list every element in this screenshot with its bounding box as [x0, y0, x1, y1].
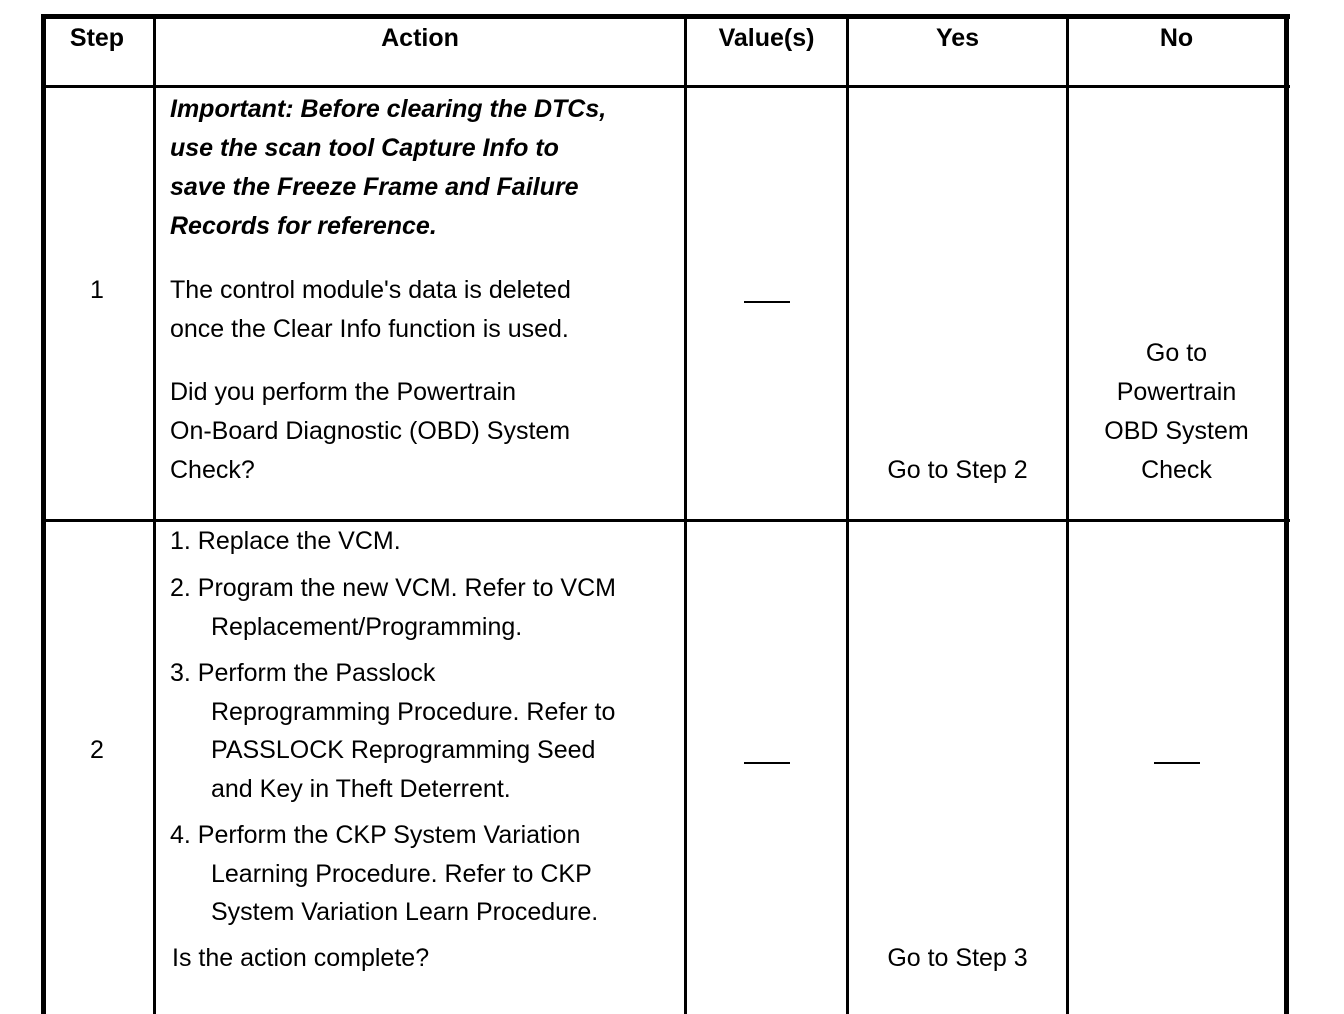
column-divider — [684, 14, 687, 1014]
row-divider — [41, 519, 1290, 522]
diagnostic-table: Step Action Value(s) Yes No 1 Important:… — [41, 14, 1290, 1014]
row2-list-line: Reprogramming Procedure. Refer to — [211, 698, 616, 726]
row2-step: 2 — [90, 736, 104, 764]
header-yes: Yes — [935, 24, 980, 52]
row2-list-line: PASSLOCK Reprogramming Seed — [211, 736, 596, 764]
row2-no-dash — [1154, 762, 1200, 764]
column-divider — [1066, 14, 1069, 1014]
column-divider — [846, 14, 849, 1014]
row1-note-line: The control module's data is deleted — [170, 276, 571, 304]
row1-important-line: Records for reference. — [170, 212, 437, 240]
row1-values-dash — [744, 301, 790, 303]
row1-no-line: Powertrain — [1116, 378, 1237, 406]
row2-question: Is the action complete? — [172, 944, 430, 972]
row2-list-line: Replacement/Programming. — [211, 613, 523, 641]
row2-values-dash — [744, 762, 790, 764]
row1-note-line: once the Clear Info function is used. — [170, 315, 569, 343]
row2-list-line: 2. Program the new VCM. Refer to VCM — [170, 574, 616, 602]
row2-yes: Go to Step 3 — [887, 944, 1028, 972]
row1-yes: Go to Step 2 — [887, 456, 1028, 484]
column-divider — [153, 14, 156, 1014]
table-border-left — [41, 14, 46, 1014]
row1-important-line: use the scan tool Capture Info to — [170, 134, 559, 162]
row1-no-line: OBD System — [1104, 417, 1249, 445]
row2-list-line: 3. Perform the Passlock — [170, 659, 436, 687]
row1-step: 1 — [90, 276, 104, 304]
row1-question-line: On-Board Diagnostic (OBD) System — [170, 417, 571, 445]
row2-list-line: 1. Replace the VCM. — [170, 527, 401, 555]
row2-list-line: System Variation Learn Procedure. — [211, 898, 599, 926]
header-no: No — [1159, 24, 1194, 52]
header-values: Value(s) — [718, 24, 815, 52]
table-border-right — [1284, 14, 1289, 1014]
row1-question-line: Did you perform the Powertrain — [170, 378, 516, 406]
header-action: Action — [381, 24, 459, 52]
row2-list-line: 4. Perform the CKP System Variation — [170, 821, 581, 849]
header-step: Step — [69, 24, 125, 52]
header-divider — [41, 85, 1290, 88]
row2-list-line: and Key in Theft Deterrent. — [211, 775, 511, 803]
row1-question-line: Check? — [170, 456, 255, 484]
row1-no-line: Check — [1141, 456, 1212, 484]
row2-list-line: Learning Procedure. Refer to CKP — [211, 860, 592, 888]
table-border-top — [41, 14, 1290, 19]
row1-no-line: Go to — [1145, 339, 1208, 367]
row1-important-line: save the Freeze Frame and Failure — [170, 173, 579, 201]
row1-important-line: Important: Before clearing the DTCs, — [170, 95, 607, 123]
